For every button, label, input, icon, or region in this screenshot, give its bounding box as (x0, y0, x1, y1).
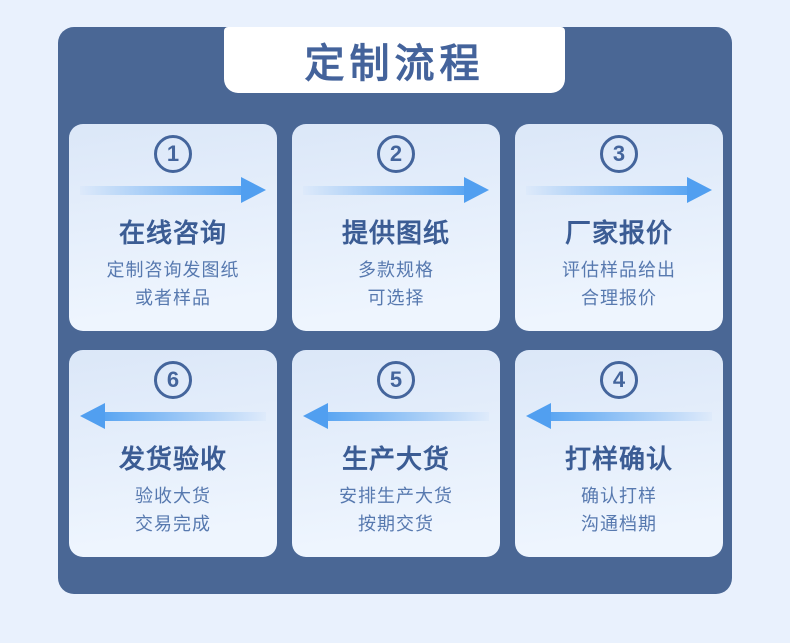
arrow-left-icon (526, 403, 712, 429)
step-number-badge: 2 (377, 135, 415, 173)
step-number: 6 (166, 367, 180, 392)
step-card-2: 2 提供图纸 多款规格 可选择 (292, 124, 500, 331)
step-description-line2: 合理报价 (581, 288, 657, 309)
arrow-head (241, 177, 266, 203)
step-number: 1 (166, 141, 180, 166)
step-title: 提供图纸 (341, 218, 450, 248)
arrow-shaft (526, 185, 687, 195)
step-number-badge: 1 (154, 135, 192, 173)
step-description-line2: 交易完成 (135, 514, 211, 535)
step-description: 多款规格 可选择 (358, 256, 434, 312)
steps-grid: 1 在线咨询 定制咨询发图纸 或者样品 2 提供图纸 多款规格 可选择 3 (69, 124, 723, 557)
step-number: 4 (612, 367, 626, 392)
step-description-line2: 或者样品 (135, 288, 211, 309)
process-panel: 定制流程 1 在线咨询 定制咨询发图纸 或者样品 2 提供图纸 多款规格 可选择 (58, 27, 732, 594)
step-description: 验收大货 交易完成 (135, 482, 211, 538)
step-description: 评估样品给出 合理报价 (562, 256, 676, 312)
step-number-badge: 4 (600, 361, 638, 399)
step-description-line1: 评估样品给出 (562, 260, 676, 281)
step-description-line2: 可选择 (367, 288, 425, 309)
step-description-line2: 按期交货 (358, 514, 434, 535)
arrow-right-icon (526, 177, 712, 203)
step-title: 打样确认 (564, 444, 673, 474)
arrow-head (464, 177, 489, 203)
step-description: 定制咨询发图纸 或者样品 (107, 256, 240, 312)
step-description: 安排生产大货 按期交货 (339, 482, 453, 538)
arrow-head (687, 177, 712, 203)
step-number-badge: 3 (600, 135, 638, 173)
step-title: 厂家报价 (564, 218, 673, 248)
arrow-shaft (328, 411, 489, 421)
step-description-line1: 确认打样 (581, 486, 657, 507)
arrow-shaft (105, 411, 266, 421)
step-card-6: 6 发货验收 验收大货 交易完成 (69, 350, 277, 557)
step-title: 生产大货 (341, 444, 450, 474)
step-card-5: 5 生产大货 安排生产大货 按期交货 (292, 350, 500, 557)
arrow-shaft (551, 411, 712, 421)
step-card-3: 3 厂家报价 评估样品给出 合理报价 (515, 124, 723, 331)
step-number-badge: 6 (154, 361, 192, 399)
arrow-head (303, 403, 328, 429)
page-title: 定制流程 (304, 42, 485, 86)
step-description-line1: 验收大货 (135, 486, 211, 507)
arrow-head (526, 403, 551, 429)
arrow-left-icon (80, 403, 266, 429)
arrow-left-icon (303, 403, 489, 429)
step-description-line1: 定制咨询发图纸 (106, 260, 240, 281)
step-card-1: 1 在线咨询 定制咨询发图纸 或者样品 (69, 124, 277, 331)
step-description-line2: 沟通档期 (581, 514, 657, 535)
step-number: 3 (612, 141, 626, 166)
step-description-line1: 多款规格 (358, 260, 434, 281)
arrow-right-icon (303, 177, 489, 203)
arrow-shaft (80, 185, 241, 195)
step-number: 5 (389, 367, 403, 392)
arrow-head (80, 403, 105, 429)
arrow-shaft (303, 185, 464, 195)
step-title: 发货验收 (118, 444, 227, 474)
step-number: 2 (389, 141, 403, 166)
arrow-right-icon (80, 177, 266, 203)
step-number-badge: 5 (377, 361, 415, 399)
step-card-4: 4 打样确认 确认打样 沟通档期 (515, 350, 723, 557)
step-description: 确认打样 沟通档期 (581, 482, 657, 538)
title-banner: 定制流程 (224, 27, 565, 93)
step-title: 在线咨询 (118, 218, 227, 248)
step-description-line1: 安排生产大货 (339, 486, 453, 507)
